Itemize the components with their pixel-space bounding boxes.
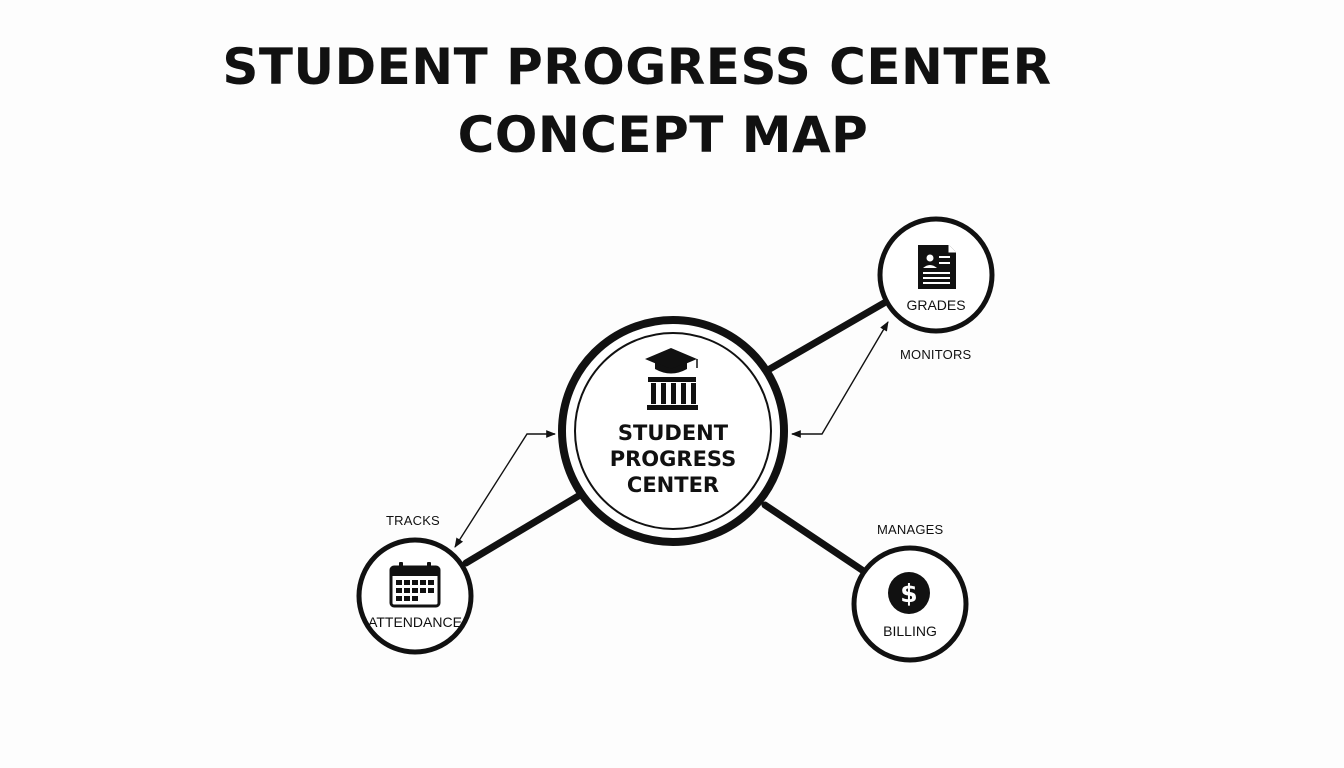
center-label-line-1: STUDENT [618, 421, 729, 445]
billing-node[interactable]: $ BILLING [851, 545, 969, 663]
grades-label: GRADES [906, 297, 965, 313]
center-label-line-2: PROGRESS [610, 447, 736, 471]
relation-monitors: MONITORS [900, 347, 972, 362]
dollar-icon: $ [888, 572, 930, 614]
center-label-line-3: CENTER [627, 473, 719, 497]
center-node[interactable]: STUDENT PROGRESS CENTER [558, 316, 788, 546]
connector-attendance [462, 491, 584, 567]
attendance-label: ATTENDANCE [368, 614, 462, 630]
billing-label: BILLING [883, 623, 937, 639]
map-title-line-2: CONCEPT MAP [457, 106, 869, 164]
relation-tracks: TRACKS [386, 513, 440, 528]
attendance-node[interactable]: ATTENDANCE [356, 537, 474, 655]
connector-grades [764, 299, 888, 374]
grades-node[interactable]: GRADES [877, 216, 995, 334]
monitors-arrow [791, 321, 889, 438]
report-card-icon [918, 245, 956, 289]
calendar-icon [389, 562, 441, 608]
connector-billing [761, 501, 866, 574]
svg-text:$: $ [900, 579, 917, 608]
tracks-arrow [454, 430, 556, 548]
relation-manages: MANAGES [877, 522, 944, 537]
graduation-building-icon [645, 348, 698, 410]
map-title-line-1: STUDENT PROGRESS CENTER [222, 38, 1052, 96]
